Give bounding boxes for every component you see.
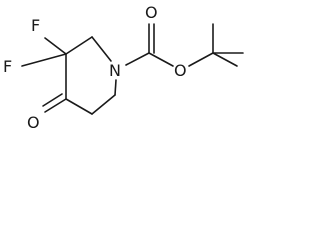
- atom-labels: F F O N O O: [3, 3, 187, 132]
- bond-ch2-ch2: [91, 94, 116, 115]
- atom-o-ester: O: [174, 61, 187, 80]
- bond-ch2-n: [91, 36, 112, 62]
- atom-f-left: F: [3, 57, 12, 76]
- bonds: [21, 23, 244, 115]
- bond-oester-cq: [188, 52, 214, 67]
- bond-ketone-a: [44, 98, 67, 113]
- molecule-structure: F F O N O O: [0, 0, 258, 138]
- bond-n-carbonyl: [125, 52, 150, 66]
- bond-c-f-top: [44, 37, 67, 55]
- bond-n-ch2: [114, 79, 117, 96]
- bond-cf2-ch2: [65, 36, 93, 55]
- bond-c-f-left: [21, 53, 67, 67]
- bond-ketone-b: [42, 93, 63, 107]
- structure-diagram: F F O N O O: [3, 3, 244, 132]
- atom-o-carbonyl: O: [145, 3, 158, 22]
- bond-carbonyl-oester: [148, 52, 174, 67]
- bond-ch2-co: [65, 98, 93, 115]
- bond-cq-me-down: [212, 52, 238, 67]
- atom-o-ketone: O: [27, 113, 40, 132]
- atom-f-top: F: [31, 16, 40, 35]
- atom-n-ring: N: [109, 61, 121, 80]
